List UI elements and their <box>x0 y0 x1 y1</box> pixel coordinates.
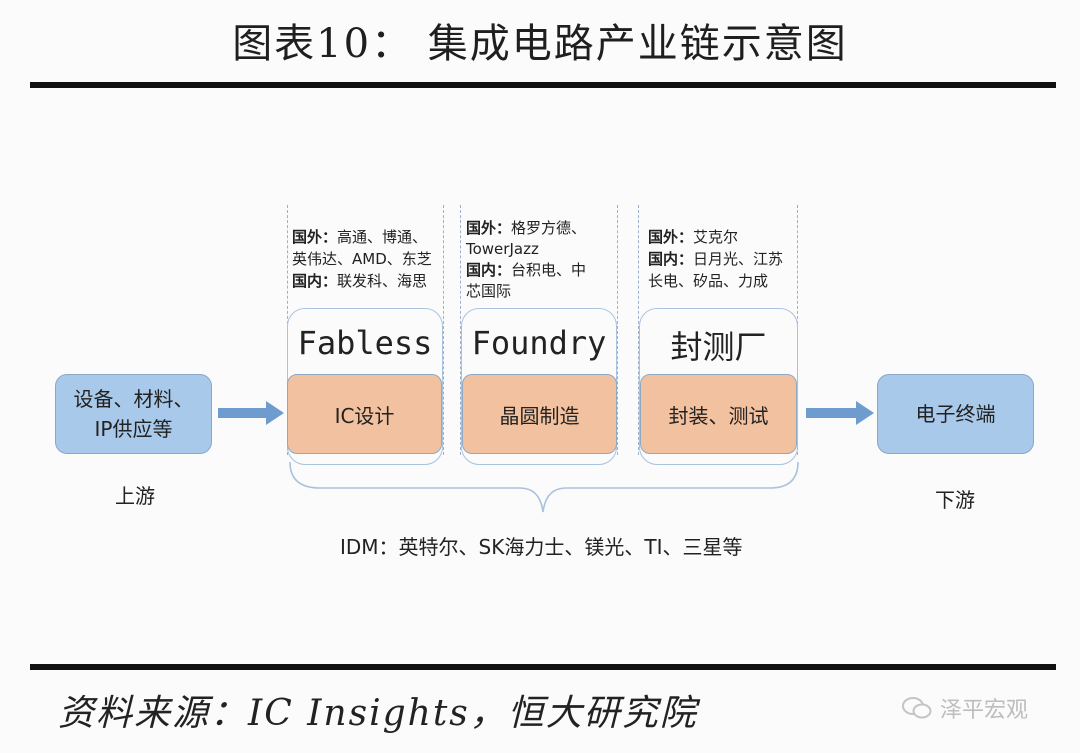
upstream-line-1: 设备、材料、 <box>73 387 194 411</box>
upstream-box: 设备、材料、 IP供应等 <box>55 374 212 454</box>
process-box-packaging-test: 封装、测试 <box>640 374 797 454</box>
column-guide <box>443 205 444 455</box>
info-line: 英伟达、AMD、东芝 <box>292 250 432 268</box>
info-line: 国内：日月光、江苏 <box>648 250 784 268</box>
upstream-caption: 上游 <box>115 484 155 508</box>
info-line: 芯国际 <box>466 282 512 300</box>
info-line: 国外：高通、博通、 <box>292 228 428 246</box>
stage-label-fabless: Fabless <box>297 324 433 362</box>
wechat-icon <box>902 697 932 719</box>
source-note: 资料来源：IC Insights，恒大研究院 <box>58 693 698 734</box>
idm-brace <box>289 461 799 513</box>
info-line: TowerJazz <box>466 240 539 258</box>
stage-info-packaging: 国外：艾克尔 国内：日月光、江苏 长电、矽品、力成 <box>648 226 803 292</box>
column-guide <box>638 205 639 455</box>
stage-info-foundry: 国外：格罗方德、 TowerJazz 国内：台积电、中 芯国际 <box>466 218 616 302</box>
figure-title: 图表10： 集成电路产业链示意图 <box>232 21 848 67</box>
info-line: 国外：格罗方德、 <box>466 219 587 237</box>
idm-note: IDM：英特尔、SK海力士、镁光、TI、三星等 <box>340 535 743 559</box>
upstream-line-2: IP供应等 <box>94 417 173 441</box>
stage-label-foundry: Foundry <box>471 324 607 362</box>
column-guide <box>460 205 461 455</box>
watermark: 泽平宏观 <box>902 692 1028 724</box>
bottom-rule <box>30 664 1056 670</box>
info-line: 国内：台积电、中 <box>466 261 587 279</box>
info-line: 国外：艾克尔 <box>648 228 739 246</box>
stage-info-fabless: 国外：高通、博通、 英伟达、AMD、东芝 国内：联发科、海思 <box>292 226 442 292</box>
process-box-wafer-fab: 晶圆制造 <box>462 374 617 454</box>
arrow-upstream-to-design <box>218 401 284 425</box>
column-guide <box>617 205 618 455</box>
info-line: 国内：联发科、海思 <box>292 272 428 290</box>
top-rule <box>30 82 1056 88</box>
downstream-caption: 下游 <box>935 488 975 512</box>
process-box-ic-design: IC设计 <box>287 374 442 454</box>
watermark-text: 泽平宏观 <box>940 698 1029 723</box>
info-line: 长电、矽品、力成 <box>648 272 769 290</box>
arrow-packaging-to-downstream <box>806 401 874 425</box>
downstream-box: 电子终端 <box>877 374 1034 454</box>
stage-label-packaging: 封测厂 <box>670 328 767 366</box>
